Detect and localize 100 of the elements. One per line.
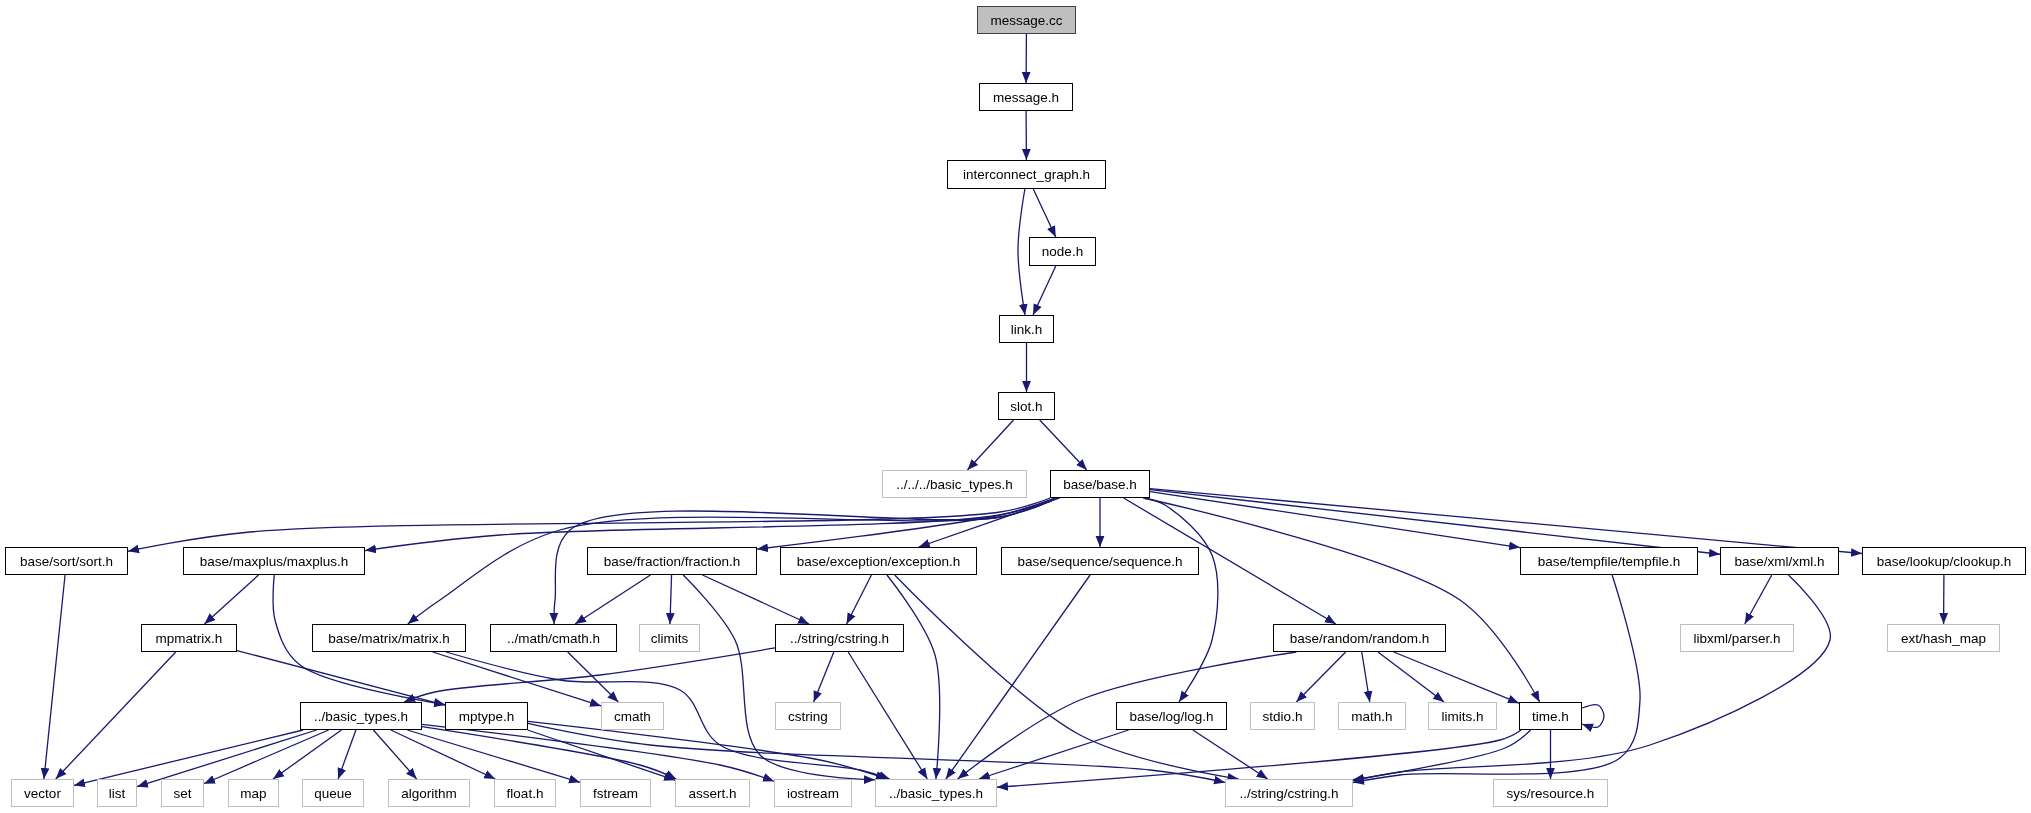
arrow [918, 497, 1061, 548]
arrow [1149, 490, 1521, 551]
arrow [372, 729, 418, 780]
header-file-box: vector [11, 779, 74, 807]
arrow [1352, 729, 1532, 783]
header-file-box: message.h [979, 83, 1073, 111]
header-file-box: ../basic_types.h [300, 702, 422, 730]
arrow [390, 729, 496, 780]
arrow [421, 726, 677, 780]
arrow [1122, 497, 1337, 625]
arrow [847, 651, 928, 780]
header-file-box: interconnect_graph.h [947, 160, 1106, 189]
header-file-box: ext/hash_map [1887, 624, 2000, 652]
header-file-box: assert.h [675, 779, 750, 807]
header-file-box: base/lookup/clookup.h [1862, 547, 2026, 575]
header-file-box: ../string/cstring.h [775, 624, 904, 652]
header-file-box: link.h [999, 315, 1054, 343]
arrow [567, 651, 619, 703]
arrow [1295, 651, 1347, 703]
arrow [73, 729, 304, 788]
header-file-box: base/xml/xml.h [1720, 547, 1839, 575]
header-file-box: libxml/parser.h [1680, 624, 1794, 652]
header-file-box: ../math/cmath.h [490, 624, 617, 652]
header-file-box: climits [639, 624, 700, 652]
source-file-box: message.cc [977, 6, 1076, 34]
header-file-box: base/tempfile/tempfile.h [1520, 547, 1698, 575]
header-file-box: map [228, 779, 279, 807]
arrow [1352, 574, 1641, 785]
arrow [966, 419, 1015, 471]
arrow [421, 723, 775, 782]
arrow [701, 574, 810, 625]
header-file-box: float.h [494, 779, 556, 807]
header-file-box: time.h [1519, 702, 1582, 730]
arrow [1017, 188, 1028, 316]
header-file-box: cmath [601, 702, 664, 730]
arrow [1377, 651, 1445, 703]
arrow [55, 651, 177, 780]
arrow [1149, 489, 1721, 558]
arrow [1095, 497, 1105, 548]
arrow [1546, 729, 1555, 780]
arrow [574, 574, 652, 625]
header-file-box: ../basic_types.h [875, 779, 997, 807]
header-file-box: fstream [580, 779, 651, 807]
arrow [1022, 342, 1031, 393]
arrow [665, 574, 675, 625]
arrow [886, 574, 942, 780]
arrow [203, 574, 260, 625]
arrow [527, 722, 1226, 785]
header-file-box: algorithm [388, 779, 470, 807]
header-file-box: slot.h [998, 392, 1055, 420]
arrow [236, 649, 446, 707]
arrow [845, 574, 873, 625]
arrow [1192, 729, 1269, 780]
arrow [40, 574, 66, 780]
arrow [978, 729, 1130, 780]
arrow [549, 497, 1059, 625]
header-file-box: iostream [774, 779, 852, 807]
header-file-box: base/log/log.h [1116, 702, 1227, 730]
header-file-box: base/matrix/matrix.h [312, 624, 466, 652]
arrow [1352, 574, 1831, 783]
arrow [337, 729, 357, 780]
arrow [526, 729, 676, 781]
arrow [272, 729, 343, 780]
header-file-box: mpmatrix.h [141, 624, 237, 652]
header-file-box: base/maxplus/maxplus.h [183, 547, 365, 575]
arrow [1032, 265, 1057, 316]
header-file-box: list [97, 779, 137, 807]
arrow [1032, 188, 1057, 238]
arrow [945, 574, 1091, 780]
header-file-box: base/base.h [1050, 470, 1150, 498]
arrow [406, 729, 581, 784]
header-file-box: mptype.h [445, 702, 528, 730]
header-file-box: math.h [1338, 702, 1406, 730]
arrow [1021, 33, 1031, 84]
arrow [445, 651, 891, 780]
arrow [1149, 487, 1863, 557]
arrow [682, 574, 876, 784]
header-file-box: set [161, 779, 204, 807]
header-file-box: node.h [1029, 237, 1096, 266]
arrow [957, 651, 1298, 780]
header-file-box: base/sequence/sequence.h [1001, 547, 1199, 575]
arrow [203, 729, 330, 785]
header-file-box: base/fraction/fraction.h [587, 547, 757, 575]
arrow [996, 729, 1522, 791]
header-file-box: queue [302, 779, 364, 807]
arrow [1021, 110, 1031, 161]
header-file-box: ../../../basic_types.h [882, 470, 1027, 498]
arrow [432, 651, 602, 707]
arrow [1142, 497, 1541, 703]
header-file-box: sys/resource.h [1493, 779, 1608, 807]
arrow [813, 651, 835, 703]
arrow [403, 647, 776, 703]
arrow [1393, 651, 1520, 704]
arrow [1581, 703, 1605, 732]
arrow [1744, 574, 1773, 625]
header-file-box: base/random/random.h [1273, 624, 1446, 652]
header-file-box: limits.h [1428, 702, 1497, 730]
arrow [1939, 574, 1949, 625]
arrow [136, 729, 318, 788]
arrow [1039, 419, 1088, 471]
